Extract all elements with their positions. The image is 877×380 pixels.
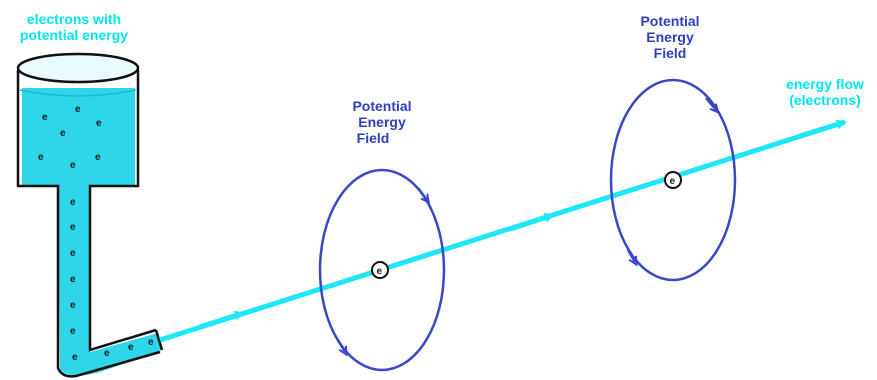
electron-symbol: e: [38, 152, 44, 163]
field-loop: [318, 168, 446, 372]
electron-symbol: e: [70, 197, 76, 208]
source-label-line: electrons with: [26, 11, 122, 27]
field-label-line: Potential: [352, 98, 412, 114]
electron-symbol: e: [70, 160, 76, 171]
container-rim: [16, 52, 140, 84]
field-label-line: Field: [653, 45, 687, 61]
source-label-line: potential energy: [19, 27, 129, 43]
flow-label-line: (electrons): [789, 92, 861, 108]
electron-symbol: e: [70, 274, 76, 285]
electron-symbol: e: [95, 152, 101, 163]
container-outline: [16, 70, 161, 378]
electron-symbol: e: [70, 248, 76, 259]
flow-arrow-1: [199, 310, 245, 330]
center-electron-ring: [371, 261, 389, 279]
flow-arrow-2: [509, 212, 555, 232]
electron-symbol: e: [70, 326, 76, 337]
center-electron-symbol: e: [377, 266, 383, 277]
center-electron-ring: [664, 171, 682, 189]
potential-energy-field-loop-2: e: [609, 78, 737, 282]
field-label-line: Potential: [640, 13, 700, 29]
field-label-2: Potential Energy Field: [630, 13, 710, 61]
flow-arrow-end: [799, 119, 847, 139]
field-label-1: Potential Energy Field: [342, 98, 422, 146]
electron-symbol: e: [60, 128, 66, 139]
loop-direction-arrow: [417, 187, 427, 200]
electron-symbol: e: [148, 337, 154, 348]
flow-label-line: energy flow: [786, 76, 864, 92]
electron-symbol: e: [42, 112, 48, 123]
loop-direction-arrow: [705, 97, 716, 110]
container-water: [22, 88, 162, 376]
electron-symbol: e: [128, 342, 134, 353]
field-label-line: Energy: [358, 114, 406, 130]
electron-symbol: e: [96, 118, 102, 129]
flow-line-main: [159, 119, 846, 343]
source-label: electrons with potential energy: [4, 11, 144, 43]
loop-direction-arrow: [626, 249, 635, 262]
water-surface: [19, 89, 137, 97]
loop-direction-arrow: [336, 339, 345, 352]
container-outline-right: [88, 70, 157, 352]
electron-symbol: e: [104, 348, 110, 359]
electron-container: e e e e e e e e e e e e e e e e e: [16, 52, 164, 378]
energy-flow-label: energy flow (electrons): [778, 76, 872, 108]
field-loop: [609, 78, 737, 282]
energy-flow-line: [159, 119, 847, 343]
potential-energy-field-loop-1: e: [318, 168, 446, 372]
field-label-line: Energy: [646, 29, 694, 45]
electrons-in-container: e e e e e e e e e e e e e e e e e: [38, 104, 154, 363]
electron-symbol: e: [70, 222, 76, 233]
electron-symbol: e: [70, 300, 76, 311]
center-electron-symbol: e: [670, 176, 676, 187]
container-pipe-end: [154, 329, 164, 351]
electron-symbol: e: [75, 104, 81, 115]
field-label-line: Field: [356, 130, 390, 146]
electron-symbol: e: [72, 352, 78, 363]
